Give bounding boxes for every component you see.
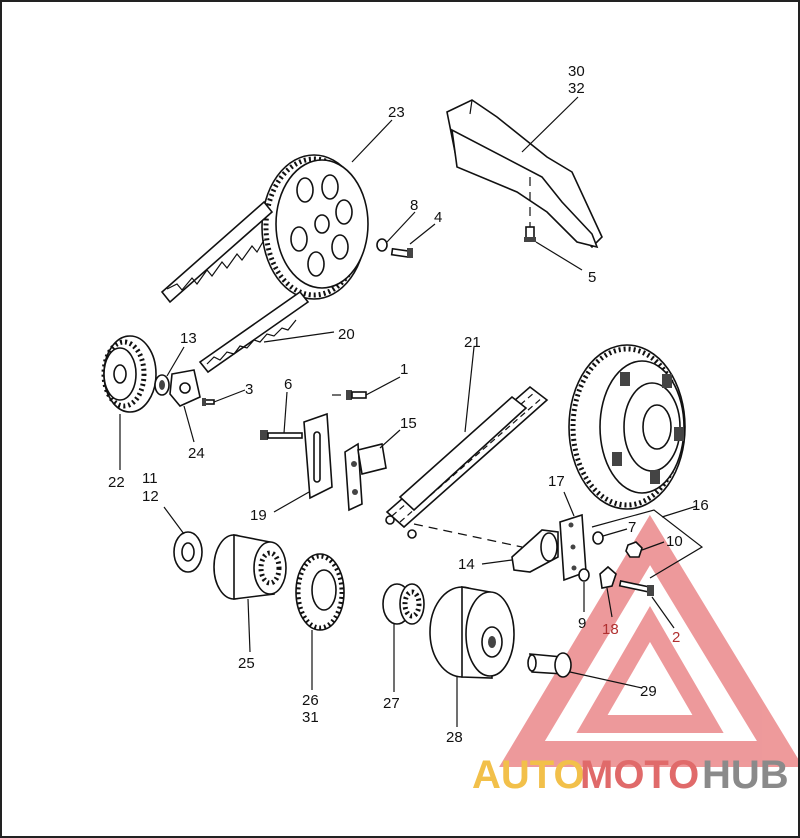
callout-7: 7 [628,519,636,536]
leader-19 [273,491,310,513]
leader-21 [464,346,475,433]
callout-26: 26 [302,692,319,709]
bolt-6-part [260,430,303,440]
leader-14 [481,559,513,565]
watermark-inner-triangle [576,606,724,733]
callout-labels: 30 32 23 8 4 5 20 21 13 1 3 6 15 24 22 1… [108,63,709,746]
leader-8 [386,211,416,243]
callout-15: 15 [400,415,417,432]
washer-11-part [173,531,203,573]
leader-24 [183,405,195,443]
callout-17: 17 [548,473,565,490]
leader-3 [213,389,246,403]
callout-14: 14 [458,556,475,573]
callout-2: 2 [672,629,680,646]
callout-27: 27 [383,695,400,712]
leader-10 [641,541,665,551]
washer-8-part [376,238,388,252]
callout-32: 32 [568,80,585,97]
washer-9-part [578,568,590,582]
callout-18: 18 [602,621,619,638]
callout-28: 28 [446,729,463,746]
spline-gear-27-part [382,583,425,625]
watermark-moto: MOTO [580,753,699,797]
callout-21: 21 [464,334,481,351]
callout-20: 20 [338,326,355,343]
leader-2 [651,596,675,629]
callout-5: 5 [588,269,596,286]
callout-11: 11 [142,470,158,487]
callout-16: 16 [692,497,709,514]
bolt-2-part [618,579,654,596]
nut-10-part [625,541,643,558]
callout-10: 10 [666,533,683,550]
rear-pulley-part [261,154,369,300]
callout-25: 25 [238,655,255,672]
callout-12: 12 [142,488,159,505]
leader-25 [247,598,251,653]
callout-1: 1 [400,361,408,378]
callout-3: 3 [245,381,253,398]
nut-13-part [154,374,170,396]
leader-7 [602,528,628,537]
watermark-outer-triangle [499,514,798,767]
hub-spacer-25-part [213,534,287,600]
leader-1 [365,376,401,396]
callout-6: 6 [284,376,292,393]
adjuster-plate-19-part [303,412,333,500]
callout-13: 13 [180,330,197,347]
screw-5-part [524,226,536,242]
leader-17 [563,491,575,517]
leader-29 [569,671,643,689]
callout-30: 30 [568,63,585,80]
callout-22: 22 [108,474,125,491]
callout-23: 23 [388,104,405,121]
leader-15 [379,429,401,449]
spacer-29-part [527,652,572,678]
watermark-logo [499,514,798,767]
bracket-16-group [591,509,704,579]
chain-guard-part [446,99,603,249]
leader-4 [409,223,436,245]
sprocket-26-part [295,553,345,631]
callout-9: 9 [578,615,586,632]
screw-1-part [346,390,367,400]
callout-4: 4 [434,209,442,226]
leader-12 [163,506,185,535]
watermark-text: AUTO MOTO HUB [472,753,789,797]
callout-19: 19 [250,507,267,524]
drum-28-part [429,586,515,679]
watermark-auto: AUTO [472,753,585,797]
callout-8: 8 [410,197,418,214]
leader-16 [661,505,698,518]
washer-7-part [592,531,604,545]
leader-6 [283,391,288,434]
bolt-4-part [390,247,413,259]
leader-13 [166,346,185,377]
callout-31: 31 [302,709,319,726]
leader-23 [351,119,393,163]
bracket-15-part [344,442,387,512]
screw-3-part [202,398,215,406]
slider-block-14-part [511,529,559,573]
callout-24: 24 [188,445,205,462]
clip-18-part [599,565,617,589]
lock-plate-24-part [169,369,201,407]
drive-chain-21-part [385,385,549,539]
leader-18 [606,587,613,618]
transmission-pulley-part [101,335,157,413]
rear-sprocket-part [568,344,686,510]
leader-20 [263,331,335,343]
drive-belt-20-part [198,290,310,374]
leader-30 [521,96,579,153]
drive-belt-upper [160,200,274,304]
callout-29: 29 [640,683,657,700]
watermark-hub: HUB [702,753,789,797]
dashed-axis-chain [413,523,523,548]
leader-5 [535,241,583,271]
